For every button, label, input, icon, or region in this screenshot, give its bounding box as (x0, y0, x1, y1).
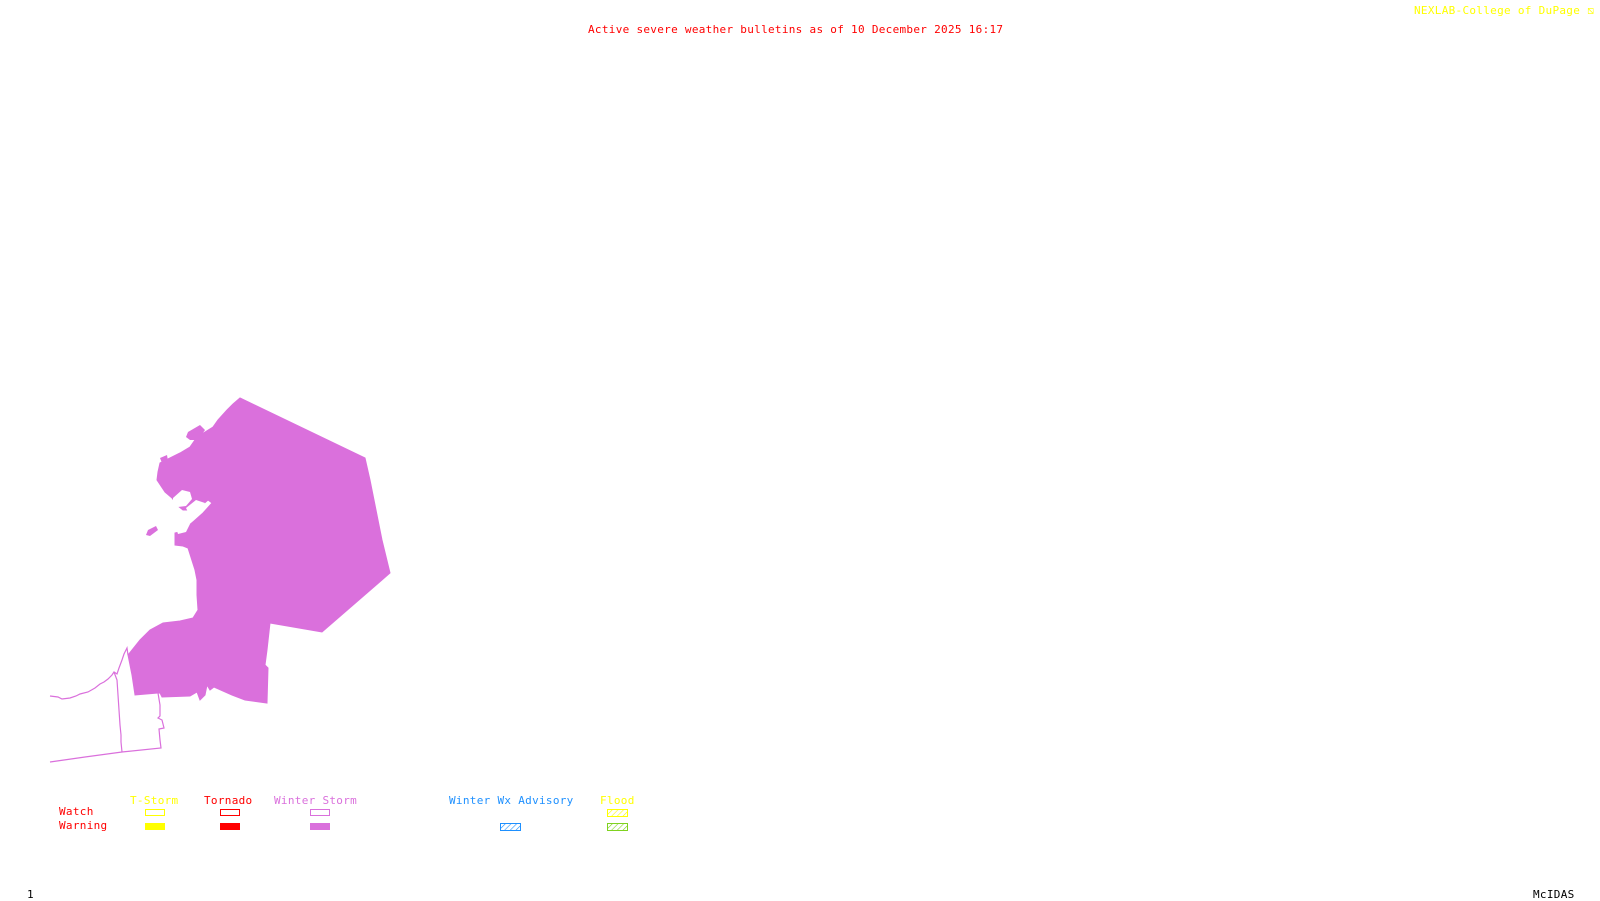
tornado-watch-swatch (220, 809, 240, 816)
tstorm-watch-swatch (145, 809, 165, 816)
county-boundary-line (49, 692, 165, 763)
lake-shape (173, 490, 192, 507)
state-boundary-line (49, 646, 129, 700)
flood-watch-swatch (607, 809, 628, 817)
legend-header-winter-wx-advisory: Winter Wx Advisory (449, 794, 574, 807)
nexlab-logo-icon: ⧅ (1580, 4, 1595, 17)
credit-label: NEXLAB-College of DuPage ⧅ (1414, 5, 1594, 17)
legend-row-watch: Watch (59, 805, 94, 818)
winter-storm-warning-swatch (310, 823, 330, 830)
legend-header-flood: Flood (600, 794, 635, 807)
island-shape (186, 425, 205, 440)
legend-row-warning: Warning (59, 819, 108, 832)
island-shape (160, 455, 168, 463)
tstorm-warning-swatch (145, 823, 165, 830)
winter-storm-warning-area[interactable] (127, 397, 391, 704)
bulletin-title: Active severe weather bulletins as of 10… (588, 23, 1004, 36)
legend-header-tornado: Tornado (204, 794, 253, 807)
frame-number: 1 (27, 888, 34, 901)
lake-shape (186, 500, 205, 516)
winter-wx-advisory-swatch (500, 823, 521, 831)
island-shape (146, 526, 158, 536)
legend-header-winter-storm: Winter Storm (274, 794, 358, 807)
flood-warning-swatch (607, 823, 628, 831)
software-label: McIDAS (1533, 888, 1575, 901)
winter-storm-watch-swatch (310, 809, 330, 816)
lake-shape (176, 520, 190, 534)
county-boundary-line (113, 671, 123, 753)
tornado-warning-swatch (220, 823, 240, 830)
credit-text: NEXLAB-College of DuPage (1414, 4, 1581, 17)
legend-header-tstorm: T-Storm (130, 794, 179, 807)
